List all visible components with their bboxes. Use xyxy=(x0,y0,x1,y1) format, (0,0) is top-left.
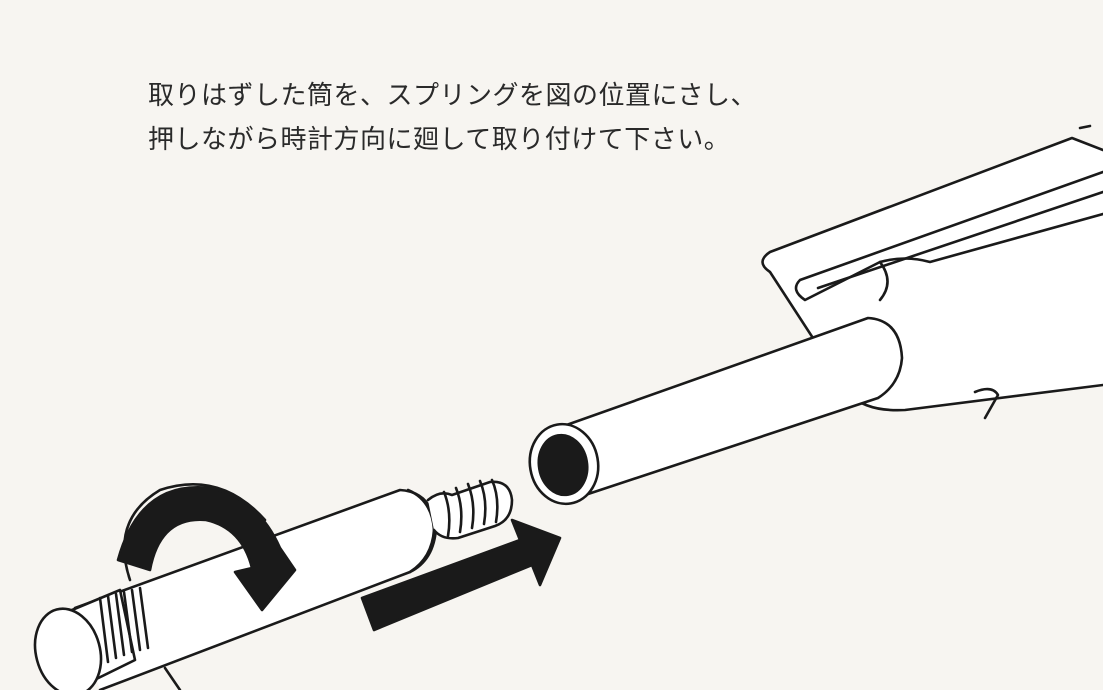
insert-direction-icon xyxy=(360,518,562,632)
instruction-line-2: 押しながら時計方向に廻して取り付けて下さい。 xyxy=(148,125,731,155)
instruction-text: 取りはずした筒を、スプリングを図の位置にさし、 押しながら時計方向に廻して取り付… xyxy=(148,74,757,162)
rotate-clockwise-icon xyxy=(116,483,297,612)
outer-tube xyxy=(528,316,904,506)
spring xyxy=(426,478,514,540)
knurled-cap xyxy=(33,586,182,690)
instruction-line-1: 取りはずした筒を、スプリングを図の位置にさし、 xyxy=(148,81,757,111)
